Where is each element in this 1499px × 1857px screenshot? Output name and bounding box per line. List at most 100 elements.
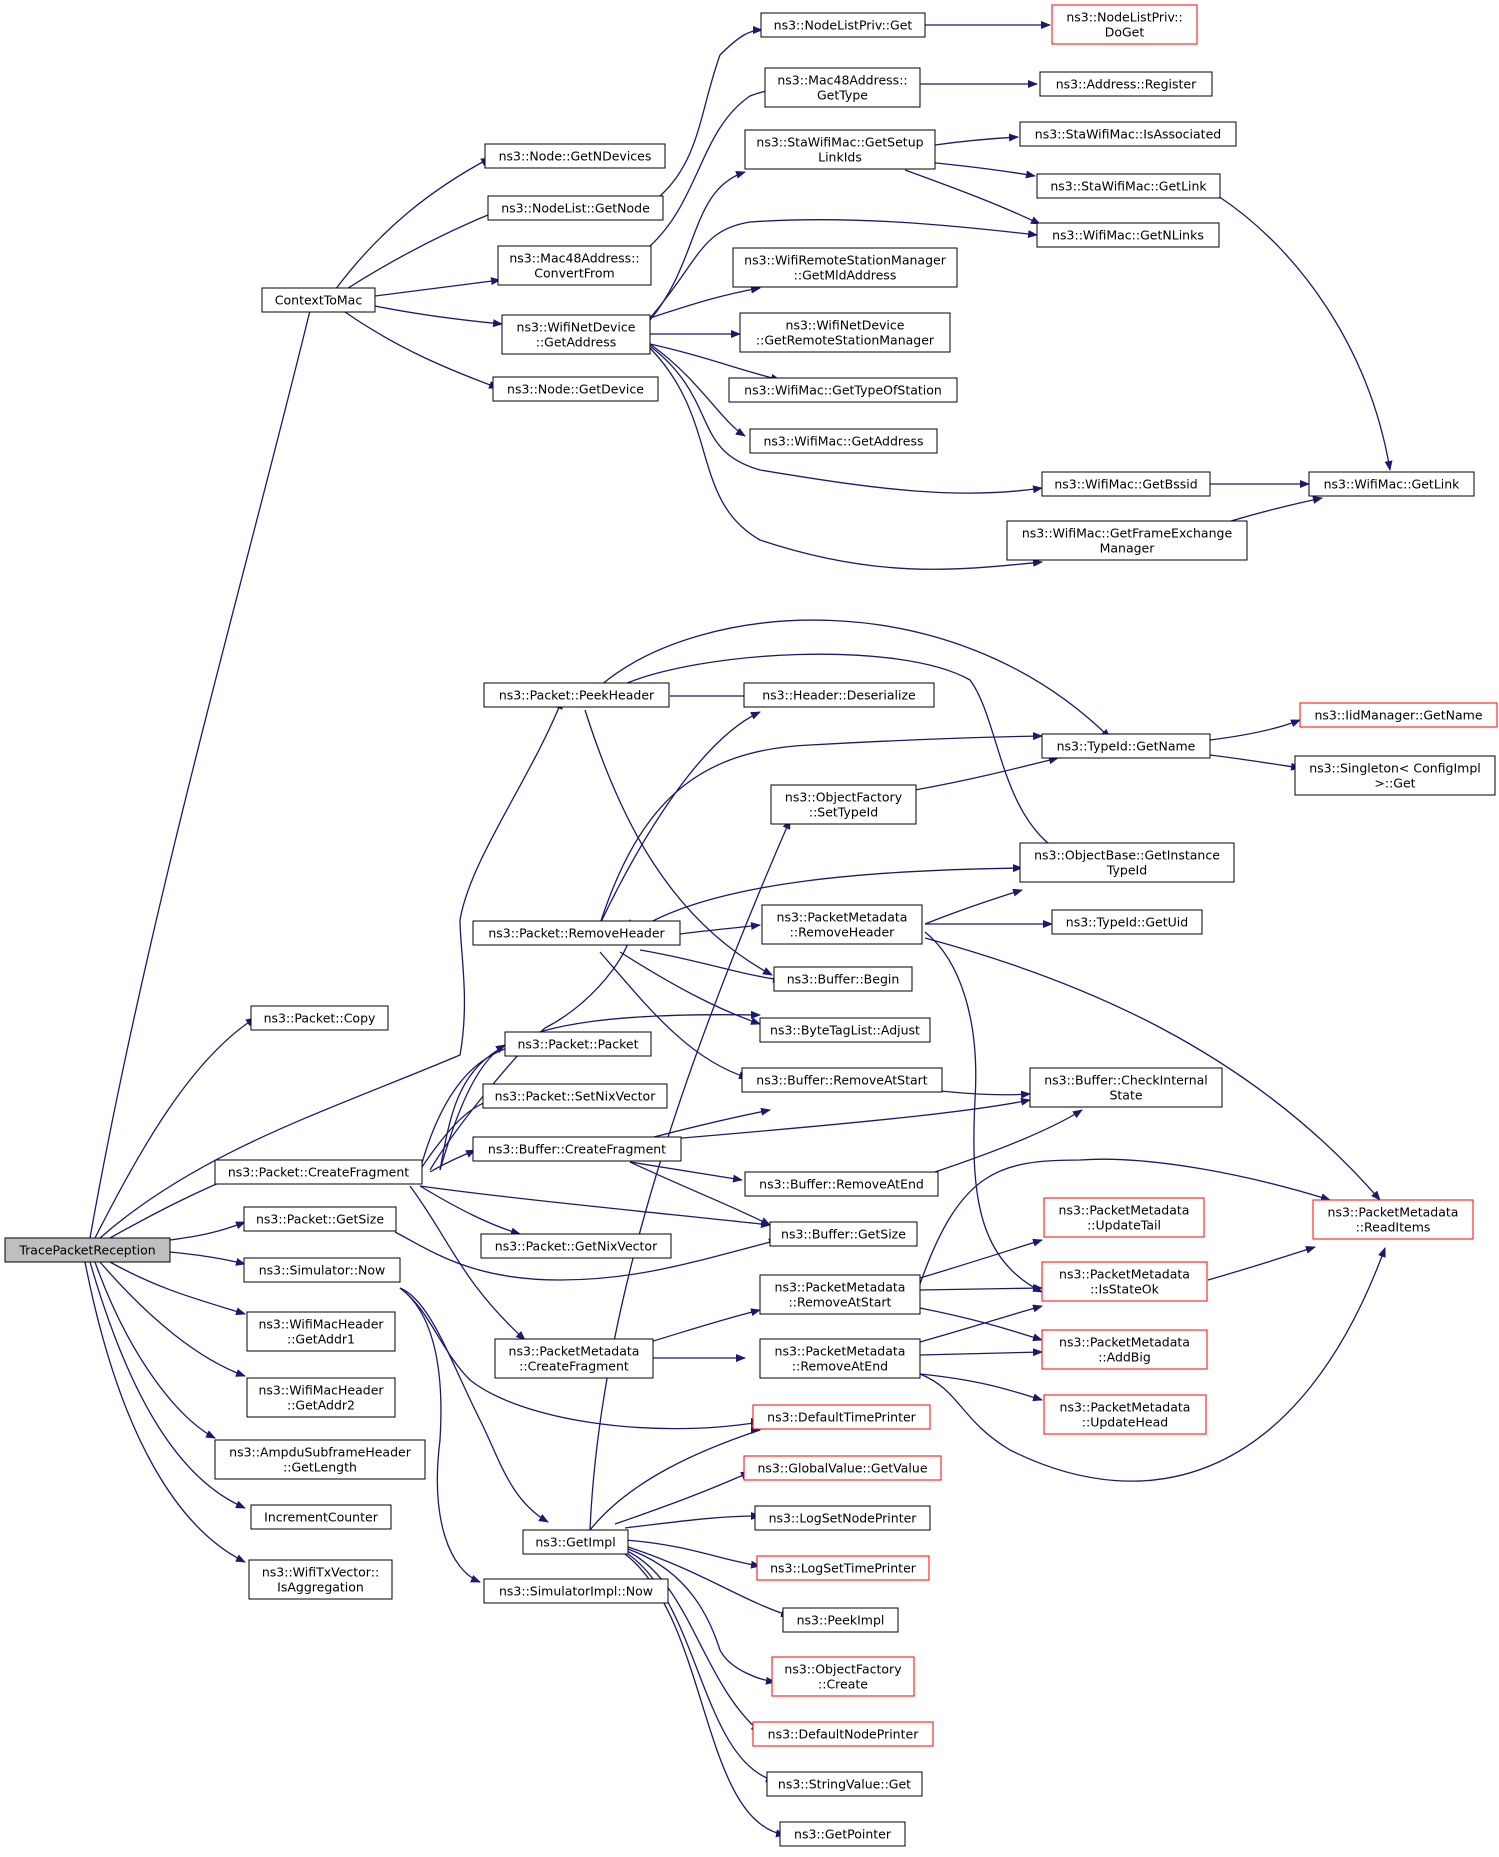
call-edge bbox=[624, 1549, 761, 1733]
node-ic[interactable]: IncrementCounter bbox=[250, 1504, 392, 1530]
node-label: ns3::SimulatorImpl::Now bbox=[499, 1584, 653, 1599]
node-wndgr[interactable]: ns3::WifiNetDevice::GetRemoteStationMana… bbox=[739, 312, 951, 353]
node-wmha2[interactable]: ns3::WifiMacHeader::GetAddr2 bbox=[246, 1377, 396, 1418]
node-label: ns3::Mac48Address:: bbox=[777, 73, 907, 88]
node-hd[interactable]: ns3::Header::Deserialize bbox=[743, 682, 935, 708]
node-label: ns3::Buffer::RemoveAtEnd bbox=[759, 1177, 924, 1192]
node-m48cf[interactable]: ns3::Mac48Address::ConvertFrom bbox=[497, 245, 652, 286]
node-nlpdg[interactable]: ns3::NodeListPriv::DoGet bbox=[1051, 4, 1198, 45]
node-swia[interactable]: ns3::StaWifiMac::IsAssociated bbox=[1019, 121, 1237, 147]
node-tgn[interactable]: ns3::TypeId::GetName bbox=[1041, 733, 1211, 759]
node-box bbox=[771, 1656, 915, 1697]
node-pmut[interactable]: ns3::PacketMetadata::UpdateTail bbox=[1043, 1197, 1205, 1238]
node-wmga[interactable]: ns3::WifiMac::GetAddress bbox=[749, 428, 938, 454]
node-ampdu[interactable]: ns3::AmpduSubframeHeader::GetLength bbox=[214, 1439, 426, 1480]
node-pgs[interactable]: ns3::Packet::GetSize bbox=[243, 1206, 397, 1232]
node-areg[interactable]: ns3::Address::Register bbox=[1039, 71, 1213, 97]
node-wrsm[interactable]: ns3::WifiRemoteStationManager::GetMldAdd… bbox=[732, 247, 958, 288]
node-pmras[interactable]: ns3::PacketMetadata::RemoveAtStart bbox=[759, 1274, 921, 1315]
node-pp[interactable]: ns3::Packet::Packet bbox=[504, 1031, 652, 1057]
node-wmgl[interactable]: ns3::WifiMac::GetLink bbox=[1308, 471, 1475, 497]
node-swgl[interactable]: ns3::StaWifiMac::GetLink bbox=[1036, 173, 1221, 199]
node-box bbox=[749, 428, 938, 454]
node-psnv[interactable]: ns3::Packet::SetNixVector bbox=[482, 1083, 668, 1109]
node-box bbox=[1051, 909, 1203, 935]
node-pmri[interactable]: ns3::PacketMetadata::ReadItems bbox=[1312, 1199, 1474, 1240]
node-bb[interactable]: ns3::Buffer::Begin bbox=[773, 966, 913, 992]
node-brae[interactable]: ns3::Buffer::RemoveAtEnd bbox=[744, 1171, 939, 1197]
node-box bbox=[759, 1274, 921, 1315]
node-label: ns3::Packet::Copy bbox=[264, 1011, 376, 1026]
node-box bbox=[4, 1237, 171, 1263]
node-pmab[interactable]: ns3::PacketMetadata::AddBig bbox=[1041, 1329, 1208, 1370]
node-box bbox=[1006, 520, 1248, 561]
node-pmiso[interactable]: ns3::PacketMetadata::IsStateOk bbox=[1041, 1261, 1208, 1302]
node-label: ns3::NodeList::GetNode bbox=[501, 201, 650, 216]
node-label: ns3::ObjectFactory bbox=[785, 790, 903, 805]
call-edge bbox=[99, 1261, 246, 1377]
node-ofc[interactable]: ns3::ObjectFactory::Create bbox=[771, 1656, 915, 1697]
node-pcf[interactable]: ns3::Packet::CreateFragment bbox=[214, 1159, 423, 1185]
call-edge bbox=[399, 1287, 549, 1523]
node-gvgv[interactable]: ns3::GlobalValue::GetValue bbox=[743, 1455, 942, 1481]
node-pmrh[interactable]: ns3::PacketMetadata::RemoveHeader bbox=[761, 904, 923, 945]
node-pmcf[interactable]: ns3::PacketMetadata::CreateFragment bbox=[494, 1338, 654, 1379]
node-pmrae[interactable]: ns3::PacketMetadata::RemoveAtEnd bbox=[759, 1338, 921, 1379]
node-wmgnl[interactable]: ns3::WifiMac::GetNLinks bbox=[1036, 222, 1220, 248]
node-peek[interactable]: ns3::PeekImpl bbox=[782, 1607, 899, 1633]
node-lstp[interactable]: ns3::LogSetTimePrinter bbox=[756, 1555, 930, 1581]
node-label: ns3::StaWifiMac::IsAssociated bbox=[1035, 127, 1221, 142]
call-edge bbox=[614, 1471, 751, 1525]
call-edge bbox=[649, 285, 761, 319]
node-box bbox=[1041, 733, 1211, 759]
node-bras[interactable]: ns3::Buffer::RemoveAtStart bbox=[741, 1067, 943, 1093]
node-label: ::ReadItems bbox=[1356, 1220, 1431, 1235]
node-box bbox=[497, 245, 652, 286]
node-pcopy[interactable]: ns3::Packet::Copy bbox=[250, 1005, 389, 1031]
node-wtxa[interactable]: ns3::WifiTxVector::IsAggregation bbox=[248, 1559, 393, 1600]
node-pgnv[interactable]: ns3::Packet::GetNixVector bbox=[480, 1233, 672, 1259]
node-nlpg[interactable]: ns3::NodeListPriv::Get bbox=[760, 12, 926, 38]
node-ctx[interactable]: ContextToMac bbox=[261, 287, 376, 313]
node-label: Manager bbox=[1100, 541, 1156, 556]
node-bcf[interactable]: ns3::Buffer::CreateFragment bbox=[472, 1136, 682, 1162]
node-bgs[interactable]: ns3::Buffer::GetSize bbox=[769, 1221, 918, 1247]
node-pmuh[interactable]: ns3::PacketMetadata::UpdateHead bbox=[1043, 1394, 1207, 1435]
node-label: ::SetTypeId bbox=[809, 805, 878, 820]
node-iid[interactable]: ns3::IidManager::GetName bbox=[1299, 702, 1498, 728]
node-label: DoGet bbox=[1105, 25, 1145, 40]
node-snow[interactable]: ns3::Simulator::Now bbox=[243, 1257, 401, 1283]
node-gimpl[interactable]: ns3::GetImpl bbox=[522, 1529, 629, 1555]
node-box bbox=[744, 1171, 939, 1197]
node-m48gt[interactable]: ns3::Mac48Address::GetType bbox=[764, 67, 921, 108]
node-wndga[interactable]: ns3::WifiNetDevice::GetAddress bbox=[501, 314, 651, 355]
node-lsnp[interactable]: ns3::LogSetNodePrinter bbox=[754, 1505, 931, 1531]
node-prh[interactable]: ns3::Packet::RemoveHeader bbox=[472, 920, 681, 946]
node-sci[interactable]: ns3::Singleton< ConfigImpl>::Get bbox=[1294, 755, 1496, 796]
node-nlgn[interactable]: ns3::NodeList::GetNode bbox=[487, 195, 664, 221]
node-dnp[interactable]: ns3::DefaultNodePrinter bbox=[752, 1721, 934, 1747]
node-tgu[interactable]: ns3::TypeId::GetUid bbox=[1051, 909, 1203, 935]
node-gptr[interactable]: ns3::GetPointer bbox=[779, 1821, 906, 1847]
node-label: ns3::GetImpl bbox=[535, 1535, 615, 1550]
node-btla[interactable]: ns3::ByteTagList::Adjust bbox=[759, 1017, 931, 1043]
node-ngnd[interactable]: ns3::Node::GetNDevices bbox=[484, 143, 666, 169]
node-sinow[interactable]: ns3::SimulatorImpl::Now bbox=[483, 1578, 669, 1604]
node-wmgts[interactable]: ns3::WifiMac::GetTypeOfStation bbox=[728, 377, 958, 403]
call-edge bbox=[629, 1161, 771, 1226]
node-svg[interactable]: ns3::StringValue::Get bbox=[766, 1771, 923, 1797]
node-label: ::RemoveHeader bbox=[790, 925, 896, 940]
node-wmgb[interactable]: ns3::WifiMac::GetBssid bbox=[1041, 471, 1211, 497]
node-wmha1[interactable]: ns3::WifiMacHeader::GetAddr1 bbox=[246, 1311, 396, 1352]
node-dtp[interactable]: ns3::DefaultTimePrinter bbox=[752, 1404, 931, 1430]
node-label: ns3::WifiMacHeader bbox=[258, 1317, 384, 1332]
node-ngd[interactable]: ns3::Node::GetDevice bbox=[492, 376, 659, 402]
node-pph[interactable]: ns3::Packet::PeekHeader bbox=[483, 682, 670, 708]
node-label: ns3::WifiMacHeader bbox=[258, 1383, 384, 1398]
call-edge bbox=[344, 311, 499, 389]
node-ofst[interactable]: ns3::ObjectFactory::SetTypeId bbox=[770, 784, 917, 825]
